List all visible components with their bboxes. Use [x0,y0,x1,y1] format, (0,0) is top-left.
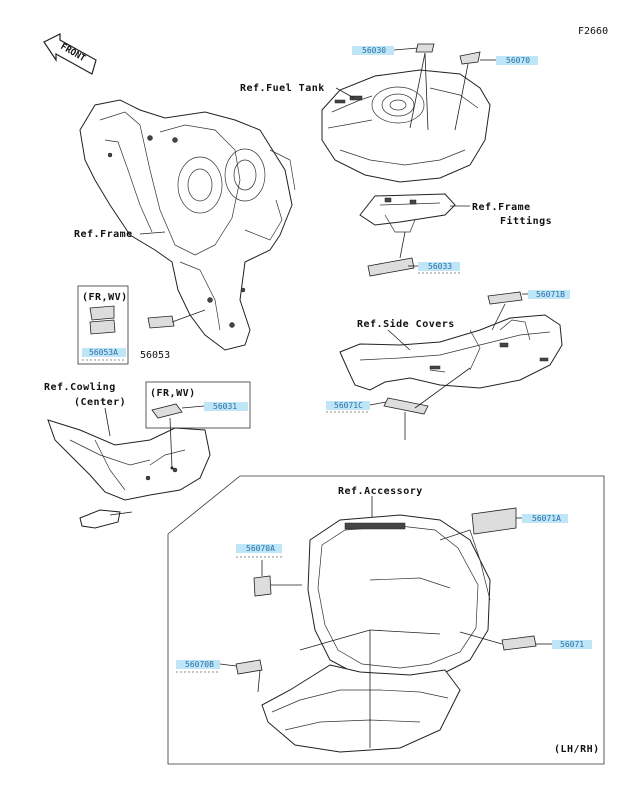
side-covers-drawing [339,314,563,391]
lh-rh-label: (LH/RH) [554,744,600,755]
front-arrow-icon: FRONT [43,33,97,75]
frame-drawing [79,99,296,351]
accessory-case-drawing [261,514,491,753]
ref-frame-label: Ref.Frame [74,229,133,240]
part-56070A: 56070A [246,544,275,553]
part-56053: 56053 [140,350,170,361]
ref-accessory-label: Ref.Accessory [338,486,423,497]
part-56071A: 56071A [532,514,561,523]
figure-code: F2660 [578,26,608,37]
ref-cowling-label-2: (Center) [74,397,126,408]
fuel-tank-drawing [321,69,491,183]
part-56071C: 56071C [334,401,363,410]
part-56071B: 56071B [536,290,565,299]
ref-side-covers-label: Ref.Side Covers [357,318,455,330]
frame-fittings-drawing [359,193,456,233]
ref-fuel-tank-label: Ref.Fuel Tank [240,83,325,94]
part-56070: 56070 [506,56,530,65]
part-56071: 56071 [560,640,584,649]
fr-wv-box-1-label: (FR,WV) [82,292,128,303]
part-56053A: 56053A [89,348,118,357]
part-56031: 56031 [213,402,237,411]
part-56033: 56033 [428,262,452,271]
cowling-drawing [47,419,211,529]
part-56070B: 56070B [185,660,214,669]
ref-cowling-label-1: Ref.Cowling [44,381,116,393]
ref-frame-fittings-label-1: Ref.Frame [472,202,531,213]
part-56030: 56030 [362,46,386,55]
ref-frame-fittings-label-2: Fittings [500,215,552,227]
fr-wv-box-2-label: (FR,WV) [150,388,196,399]
